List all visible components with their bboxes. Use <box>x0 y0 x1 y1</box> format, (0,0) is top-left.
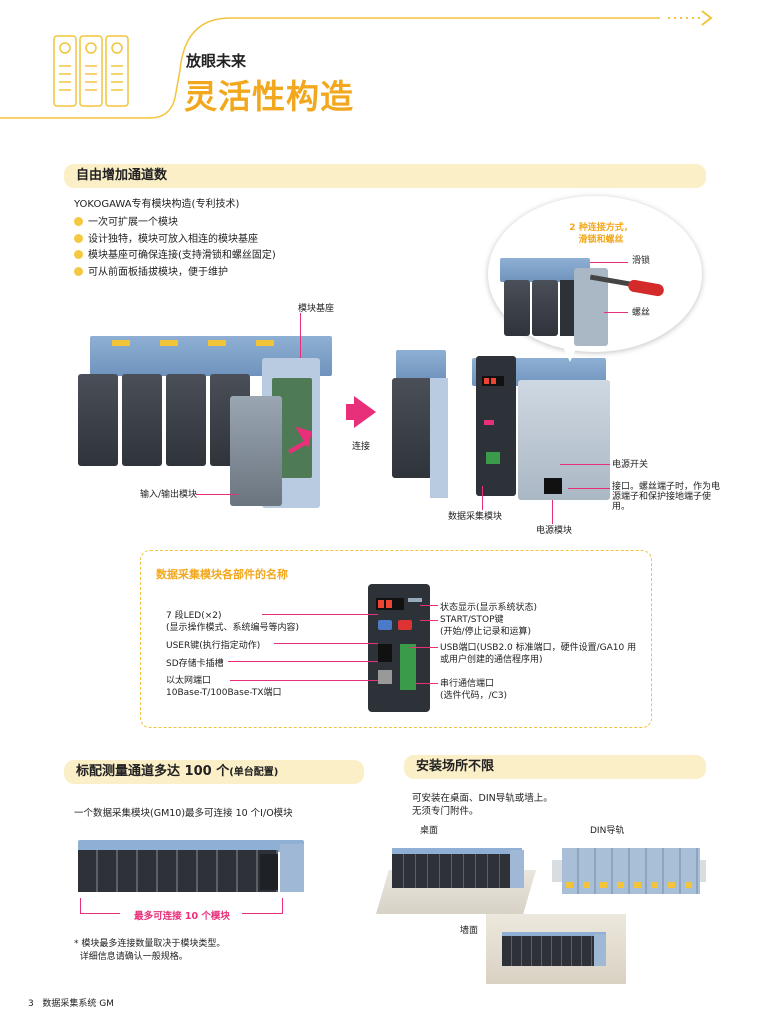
leader-line <box>568 488 610 489</box>
leader-line <box>482 486 483 510</box>
parts-panel <box>140 550 652 728</box>
label-daq-module: 数据采集模块 <box>448 512 503 522</box>
bullet-item: 设计独特，模块可放入相连的模块基座 <box>74 232 276 249</box>
label-terminal: 接口。螺丝端子时，作为电源端子和保护接地端子使用。 <box>612 482 721 512</box>
leader-line <box>274 643 378 644</box>
bracket-left <box>80 898 81 914</box>
label-power-module: 电源模块 <box>536 526 573 536</box>
leader-line <box>300 313 301 358</box>
bracket-right <box>282 898 283 914</box>
footer: 3 数据采集系统 GM <box>28 996 114 1009</box>
page-title: 灵活性构造 <box>184 77 354 116</box>
daq-module-image <box>368 584 430 712</box>
label-desk: 桌面 <box>420 826 439 836</box>
leader-line <box>416 683 438 684</box>
label-din: DIN导轨 <box>590 826 625 836</box>
part-label-ethernet: 以太网端口 10Base-T/100Base-TX端口 <box>166 676 282 698</box>
header-subtitle: 放眼未来 <box>186 52 247 70</box>
wall-mount-image <box>486 914 626 984</box>
leader-line <box>410 647 438 648</box>
part-label-usb: USB端口(USB2.0 标准端口，硬件设置/GA10 用 或用户创建的通信程序… <box>440 643 637 665</box>
label-io-module: 输入/输出模块 <box>140 490 198 500</box>
bracket-line <box>80 913 120 914</box>
bullet-item: 一次可扩展一个模块 <box>74 215 276 232</box>
leader-line <box>420 620 438 621</box>
section3-text: 可安装在桌面、DIN导轨或墙上。 无须专门附件。 <box>412 793 553 817</box>
bullet-item: 模块基座可确保连接(支持滑锁和螺丝固定) <box>74 248 276 265</box>
leader-line <box>560 464 610 465</box>
part-label-serial: 串行通信端口 (选件代码，/C3) <box>440 679 508 701</box>
leader-line <box>590 262 628 263</box>
part-label-status: 状态显示(显示系统状态) <box>440 603 538 613</box>
io-assembly-image <box>62 318 342 518</box>
section-heading-100ch: 标配测量通道多达 100 个(单台配置) <box>64 760 364 784</box>
label-connect: 连接 <box>352 442 371 452</box>
leader-line <box>230 680 378 681</box>
leader-line <box>552 500 553 524</box>
section-heading-install: 安装场所不限 <box>404 755 706 779</box>
label-module-base: 模块基座 <box>298 304 335 314</box>
leader-line <box>196 494 238 495</box>
desk-mount-image <box>376 840 536 914</box>
ten-module-image <box>78 840 304 892</box>
bullet-item: 可从前面板插拔模块，便于维护 <box>74 265 276 282</box>
label-screw: 螺丝 <box>632 308 651 318</box>
header-decoration <box>0 10 713 119</box>
label-power-switch: 电源开关 <box>612 460 649 470</box>
connect-arrow-icon <box>346 404 356 420</box>
section2-note: * 模块最多连接数量取决于模块类型。 详细信息请确认一般规格。 <box>74 939 226 962</box>
section1-intro: YOKOGAWA专有模块构造(专利技术) <box>74 199 240 210</box>
callout-title: 2 种连接方式， 滑锁和螺丝 <box>569 223 633 245</box>
part-label-sd-slot: SD存储卡插槽 <box>166 659 224 669</box>
part-label-user-key: USER键(执行指定动作) <box>166 641 261 651</box>
leader-line <box>604 312 628 313</box>
section2-text: 一个数据采集模块(GM10)最多可连接 10 个I/O模块 <box>74 808 293 819</box>
max-modules-label: 最多可连接 10 个模块 <box>134 911 230 922</box>
connect-arrow-icon <box>354 396 376 428</box>
page-number: 3 <box>28 999 34 1009</box>
bracket-line <box>242 913 282 914</box>
part-label-led: 7 段LED(×2) (显示操作模式、系统编号等内容) <box>166 611 300 633</box>
label-wall: 墙面 <box>460 926 479 936</box>
footer-text: 数据采集系统 GM <box>42 999 114 1009</box>
section1-bullets: 一次可扩展一个模块 设计独特，模块可放入相连的模块基座 模块基座可确保连接(支持… <box>74 215 276 281</box>
leader-line <box>228 661 378 662</box>
daq-assembly-image <box>386 340 616 500</box>
part-label-start-stop: START/STOP键 (开始/停止记录和运算) <box>440 615 532 637</box>
section-heading-channels: 自由增加通道数 <box>64 164 706 188</box>
leader-line <box>262 614 378 615</box>
label-slide-lock: 滑锁 <box>632 256 651 266</box>
leader-line <box>420 605 438 606</box>
din-mount-image <box>548 842 708 908</box>
parts-heading: 数据采集模块各部件的名称 <box>156 568 288 581</box>
